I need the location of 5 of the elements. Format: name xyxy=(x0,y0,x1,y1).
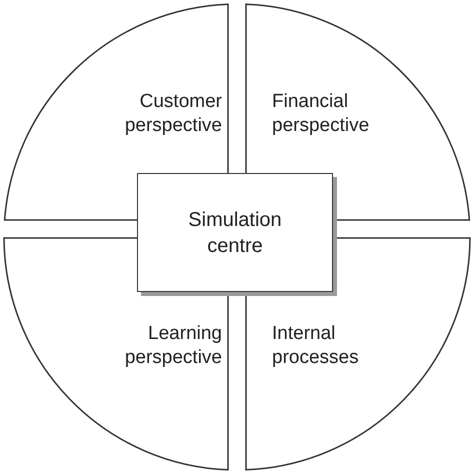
sector-label: Financial perspective xyxy=(272,90,370,138)
box-label: Simulation centre xyxy=(187,208,283,258)
sector-label: Customer perspective xyxy=(124,90,222,138)
sector-label: Learning perspective xyxy=(124,322,222,370)
sector-label: Internal processes xyxy=(272,322,360,370)
